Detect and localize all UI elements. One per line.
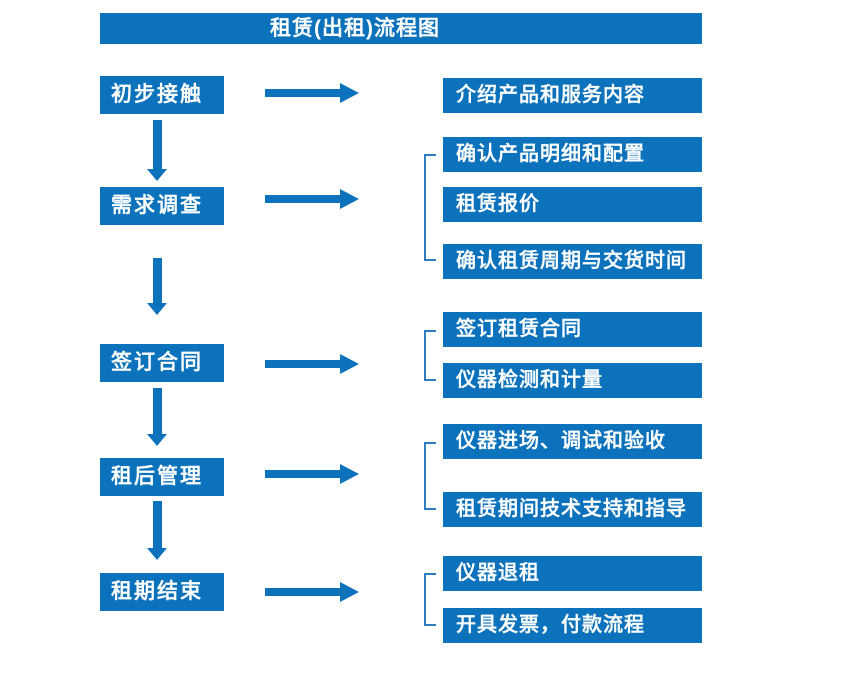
stage-initial-contact: 初步接触 — [100, 76, 224, 114]
output-box-confirm-details: 确认产品明细和配置 — [443, 137, 702, 172]
stage-demand-survey: 需求调查 — [100, 187, 224, 225]
stage-post-rental-management: 租后管理 — [100, 458, 224, 496]
stage-sign-contract: 签订合同 — [100, 344, 224, 382]
output-box-instrument-testing: 仪器检测和计量 — [443, 363, 702, 398]
output-box-confirm-period: 确认租赁周期与交货时间 — [443, 244, 702, 279]
stage-rental-end: 租期结束 — [100, 573, 224, 611]
output-box-instrument-setup: 仪器进场、调试和验收 — [443, 424, 702, 459]
output-box-instrument-return: 仪器退租 — [443, 556, 702, 591]
output-box-rental-quote: 租赁报价 — [443, 187, 702, 222]
group-bracket-post-rental — [424, 442, 436, 510]
output-box-introduce-products: 介绍产品和服务内容 — [443, 78, 702, 113]
group-bracket-rental-end — [424, 573, 436, 626]
group-bracket-sign-contract — [424, 330, 436, 381]
output-box-invoice-payment: 开具发票，付款流程 — [443, 608, 702, 643]
output-box-tech-support: 租赁期间技术支持和指导 — [443, 492, 702, 527]
group-bracket-demand-survey — [424, 154, 436, 261]
output-box-sign-rental-contract: 签订租赁合同 — [443, 312, 702, 347]
flowchart-title: 租赁(出租)流程图 — [100, 13, 702, 44]
